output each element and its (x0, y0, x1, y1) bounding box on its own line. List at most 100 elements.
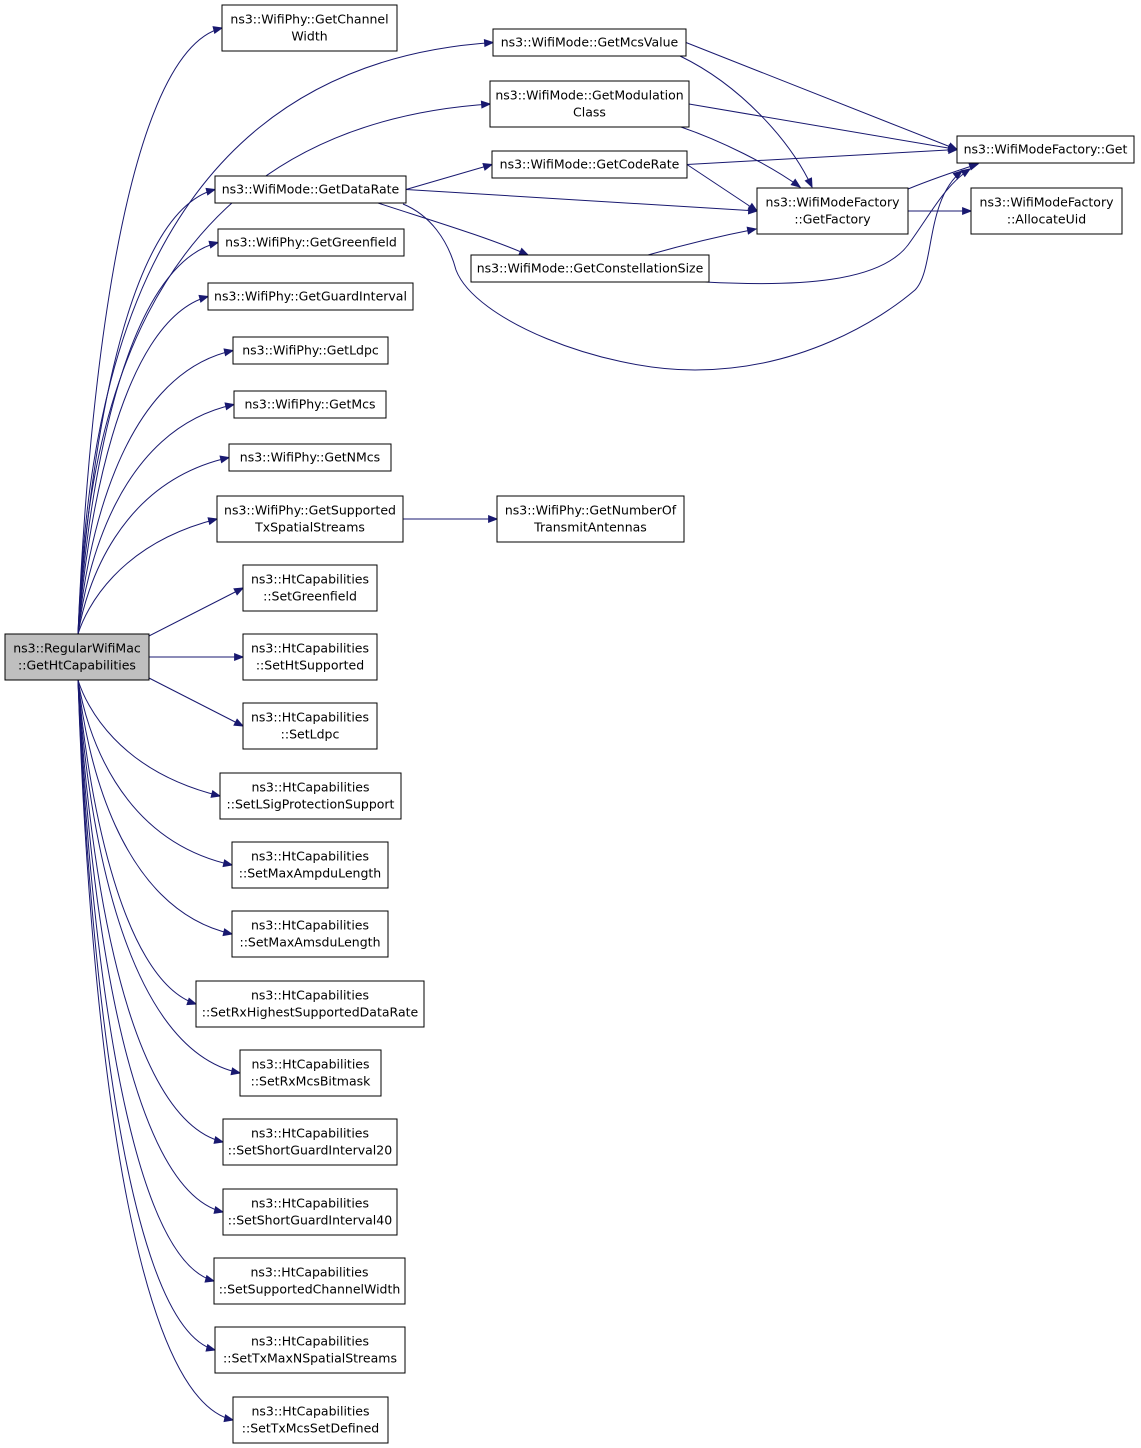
edge-line (77, 679, 224, 1213)
node-box (232, 1396, 389, 1444)
edge-mode_constellation_size-to-factory_get (704, 168, 972, 285)
node-label-line: ::SetRxHighestSupportedDataRate (202, 1005, 419, 1020)
edge-line (77, 679, 224, 1143)
edge-arrowhead (962, 206, 973, 216)
node-label-line: ns3::HtCapabilities (251, 710, 369, 725)
node-mode-constellation-size[interactable]: ns3::WifiMode::GetConstellationSize (470, 254, 710, 283)
node-label-line: ::GetFactory (794, 212, 871, 227)
edge-line (377, 202, 529, 256)
edge-root-to-ht_set_sgi40 (77, 679, 225, 1214)
node-ht-set-greenfield[interactable]: ns3::HtCapabilities::SetGreenfield (242, 564, 378, 612)
edge-arrowhead (482, 163, 494, 171)
node-phy-ldpc[interactable]: ns3::WifiPhy::GetLdpc (232, 336, 389, 365)
node-layer: ns3::RegularWifiMac::GetHtCapabilitiesns… (4, 4, 1135, 1444)
edge-arrowhead (947, 145, 959, 155)
node-ht-set-lsig[interactable]: ns3::HtCapabilities::SetLSigProtectionSu… (219, 772, 402, 820)
edge-root-to-phy_guard_interval (77, 294, 210, 635)
node-ht-set-rx-mcs-bitmask[interactable]: ns3::HtCapabilities::SetRxMcsBitmask (239, 1049, 382, 1097)
node-factory-get-factory[interactable]: ns3::WifiModeFactory::GetFactory (756, 187, 909, 235)
node-ht-set-sgi40[interactable]: ns3::HtCapabilities::SetShortGuardInterv… (222, 1188, 398, 1236)
node-ht-set-sgi20[interactable]: ns3::HtCapabilities::SetShortGuardInterv… (222, 1118, 398, 1166)
node-mode-code-rate[interactable]: ns3::WifiMode::GetCodeRate (491, 150, 688, 179)
edge-arrowhead (488, 514, 499, 524)
node-ht-set-max-ampdu[interactable]: ns3::HtCapabilities::SetMaxAmpduLength (231, 841, 389, 889)
node-root[interactable]: ns3::RegularWifiMac::GetHtCapabilities (4, 633, 150, 681)
node-ht-set-ht-supported[interactable]: ns3::HtCapabilities::SetHtSupported (242, 633, 378, 681)
edge-line (77, 679, 197, 1005)
node-label-line: ns3::HtCapabilities (251, 1334, 369, 1349)
edge-root-to-ht_set_ldpc (148, 677, 245, 727)
edge-arrowhead (186, 997, 198, 1006)
node-box (232, 336, 389, 365)
edge-arrowhead (208, 240, 220, 249)
node-label-line: TransmitAntennas (533, 520, 647, 535)
edge-arrowhead (223, 1414, 235, 1423)
edge-root-to-phy_greenfield (77, 240, 220, 635)
edge-root-to-phy_mcs (77, 402, 236, 635)
node-label-line: ns3::WifiMode::GetModulation (495, 88, 683, 103)
edge-mode_modulation_class-to-factory_get (688, 103, 959, 153)
node-label-line: ns3::WifiPhy::GetGuardInterval (214, 289, 407, 304)
edge-mode_modulation_class-to-factory_get_factory (677, 125, 802, 188)
node-phy-number-tx-antennas[interactable]: ns3::WifiPhy::GetNumberOfTransmitAntenna… (496, 495, 685, 543)
edge-arrowhead (219, 455, 231, 464)
edge-arrowhead (790, 178, 802, 188)
node-box (207, 282, 414, 311)
node-ht-set-channel-width[interactable]: ns3::HtCapabilities::SetSupportedChannel… (213, 1257, 406, 1305)
node-phy-supported-tx-streams[interactable]: ns3::WifiPhy::GetSupportedTxSpatialStrea… (216, 495, 404, 543)
edge-line (677, 125, 801, 188)
node-ht-set-tx-max-streams[interactable]: ns3::HtCapabilities::SetTxMaxNSpatialStr… (214, 1326, 406, 1374)
node-ht-set-rx-highest[interactable]: ns3::HtCapabilities::SetRxHighestSupport… (195, 980, 425, 1028)
node-label-line: ns3::HtCapabilities (251, 641, 369, 656)
node-phy-nmcs[interactable]: ns3::WifiPhy::GetNMcs (228, 443, 392, 472)
node-label-line: ns3::WifiMode::GetMcsValue (501, 35, 679, 50)
node-label-line: ns3::WifiPhy::GetMcs (244, 397, 375, 412)
edge-layer (77, 26, 980, 1423)
node-label-line: ns3::WifiPhy::GetChannel (230, 12, 388, 27)
edge-line (77, 679, 233, 935)
node-label-line: Class (573, 105, 606, 120)
node-factory-get[interactable]: ns3::WifiModeFactory::Get (956, 135, 1135, 164)
edge-mode_mcs_value-to-factory_get_factory (679, 55, 813, 189)
edge-arrowhead (230, 1067, 242, 1076)
node-factory-allocate-uid[interactable]: ns3::WifiModeFactory::AllocateUid (970, 187, 1123, 235)
edge-mode_constellation_size-to-factory_get_factory (647, 226, 758, 256)
edge-line (77, 518, 218, 635)
node-label-line: ::SetTxMcsSetDefined (242, 1421, 379, 1436)
edge-mode_mcs_value-to-factory_get (685, 42, 959, 150)
node-ht-set-ldpc[interactable]: ns3::HtCapabilities::SetLdpc (242, 702, 378, 750)
node-box (214, 1326, 406, 1374)
edge-arrowhead (222, 859, 234, 868)
node-mode-data-rate[interactable]: ns3::WifiMode::GetDataRate (214, 175, 407, 204)
node-box (756, 187, 909, 235)
edge-line (77, 404, 235, 635)
node-label-line: ::GetHtCapabilities (18, 658, 136, 673)
node-label-line: ::SetLdpc (281, 727, 340, 742)
edge-root-to-ht_set_sgi20 (77, 679, 225, 1144)
edge-line (907, 163, 979, 190)
node-phy-mcs[interactable]: ns3::WifiPhy::GetMcs (233, 390, 387, 419)
edge-root-to-ht_set_rx_highest (77, 679, 198, 1006)
node-box (217, 228, 405, 257)
edge-line (77, 679, 221, 797)
edge-arrowhead (480, 100, 492, 109)
node-box (216, 495, 404, 543)
edge-arrowhead (204, 1274, 216, 1283)
node-ht-set-max-amsdu[interactable]: ns3::HtCapabilities::SetMaxAmsduLength (231, 910, 389, 958)
node-label-line: ::SetShortGuardInterval40 (228, 1213, 392, 1228)
node-box (956, 135, 1135, 164)
node-label-line: ::SetMaxAmsduLength (239, 935, 380, 950)
node-label-line: ::SetLSigProtectionSupport (227, 797, 395, 812)
node-label-line: ns3::RegularWifiMac (13, 641, 141, 656)
node-phy-guard-interval[interactable]: ns3::WifiPhy::GetGuardInterval (207, 282, 414, 311)
node-phy-greenfield[interactable]: ns3::WifiPhy::GetGreenfield (217, 228, 405, 257)
node-box (489, 80, 690, 128)
edge-arrowhead (205, 187, 217, 196)
edge-arrowhead (746, 226, 758, 235)
node-ht-set-tx-mcs-defined[interactable]: ns3::HtCapabilities::SetTxMcsSetDefined (232, 1396, 389, 1444)
edge-arrowhead (213, 1135, 225, 1144)
node-mode-mcs-value[interactable]: ns3::WifiMode::GetMcsValue (492, 28, 687, 57)
edge-arrowhead (483, 38, 495, 48)
